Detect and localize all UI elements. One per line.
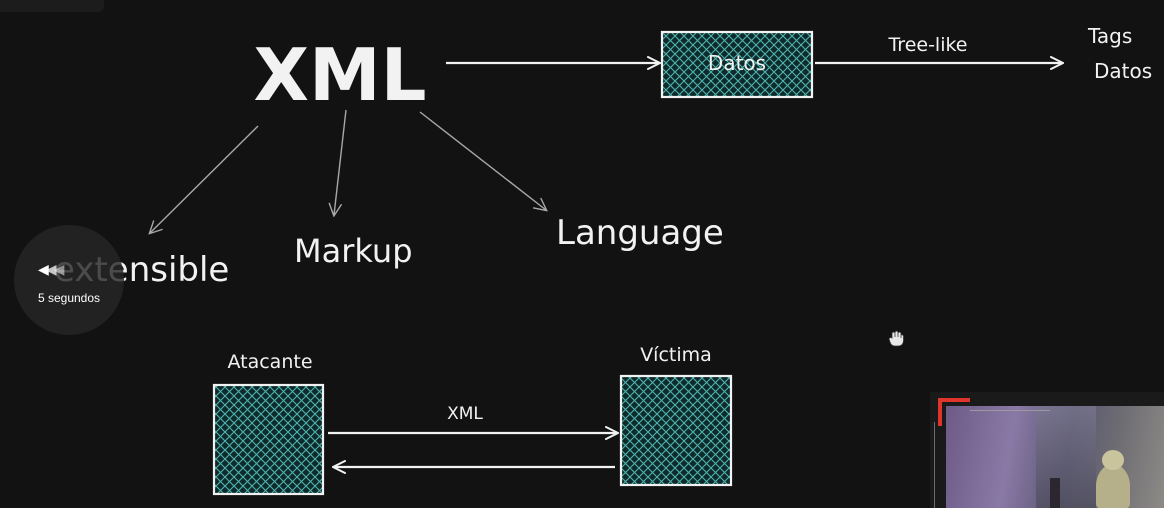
arrow-to-extensible	[150, 125, 259, 233]
datos-box	[660, 30, 814, 99]
word-language: Language	[556, 213, 724, 253]
hand-cursor-icon	[888, 330, 904, 347]
exchange-label: XML	[447, 404, 483, 424]
datos-box-label: Datos	[708, 51, 766, 75]
arrow-to-markup	[334, 109, 347, 215]
webcam-frame-corner	[938, 398, 970, 426]
tree-target-datos: Datos	[1094, 59, 1152, 83]
webcam-overlay	[930, 392, 1164, 508]
rewind-seek-overlay[interactable]: ◀◀◀ 5 segundos	[14, 225, 124, 335]
webcam-frame-side	[934, 422, 935, 508]
attacker-label: Atacante	[227, 351, 312, 373]
attacker-box	[212, 383, 325, 496]
rewind-icon: ◀◀◀	[38, 261, 64, 277]
word-markup: Markup	[294, 232, 413, 270]
webcam-frame-line	[970, 410, 1050, 411]
tree-target-tags: Tags	[1087, 24, 1132, 48]
victim-box	[619, 374, 733, 487]
seek-label: 5 segundos	[37, 291, 101, 305]
tree-edge-label: Tree-like	[887, 34, 967, 56]
top-left-control-chip[interactable]	[0, 0, 104, 12]
diagram-title: XML	[253, 33, 426, 117]
victim-label: Víctima	[640, 344, 712, 366]
arrow-to-language	[419, 111, 546, 210]
webcam-feed	[946, 406, 1164, 508]
